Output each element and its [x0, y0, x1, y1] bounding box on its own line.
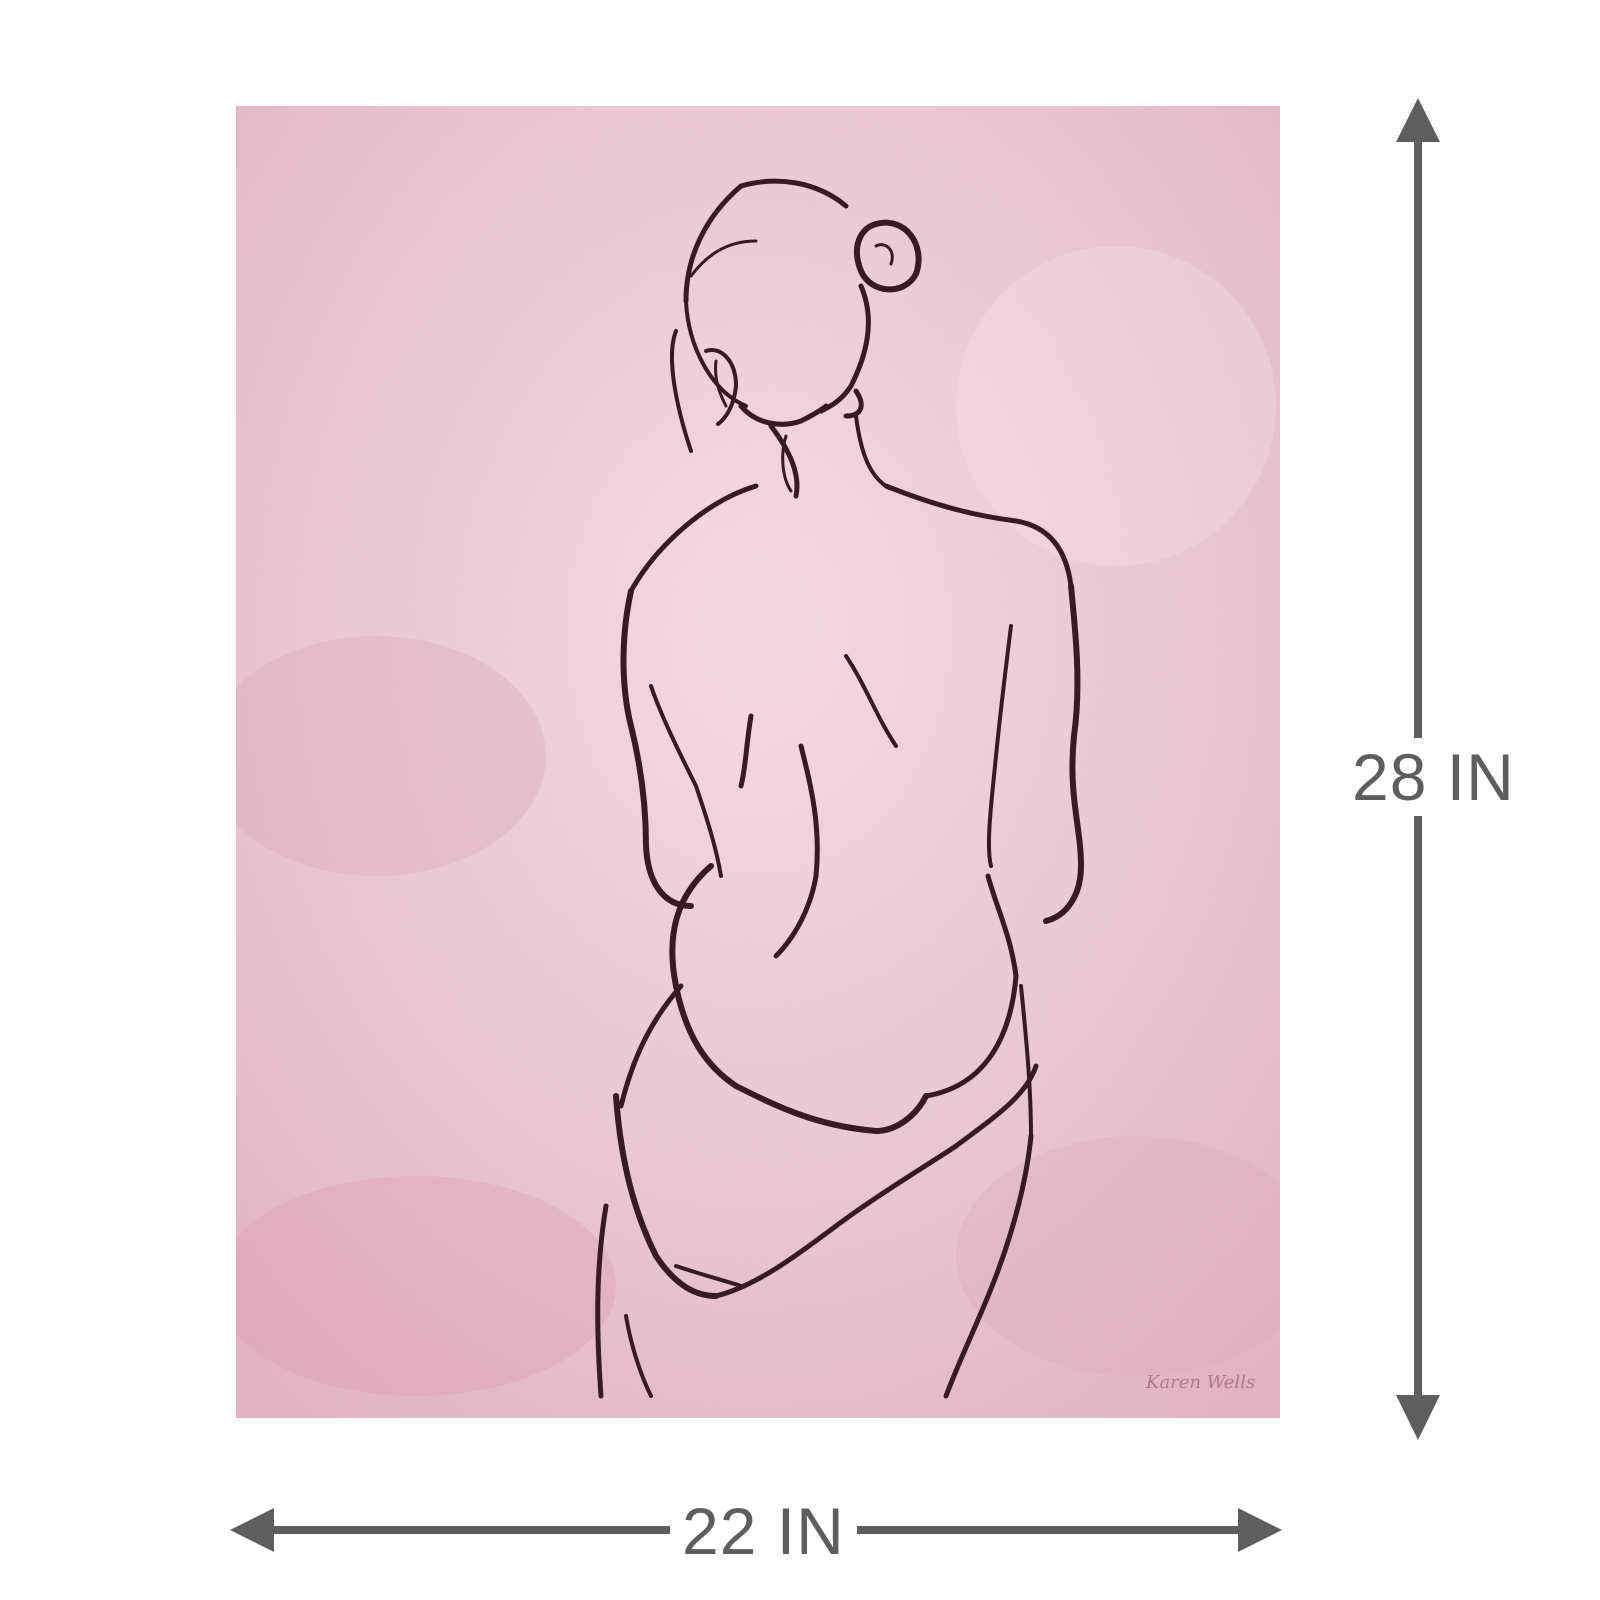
figure-line-drawing: Karen Wells [236, 106, 1280, 1418]
height-label: 28 IN [1352, 738, 1515, 816]
figure-outline [595, 178, 1084, 1399]
width-label: 22 IN [670, 1498, 857, 1564]
signature: Karen Wells [1145, 1372, 1255, 1393]
artwork-canvas: Karen Wells [236, 106, 1280, 1418]
